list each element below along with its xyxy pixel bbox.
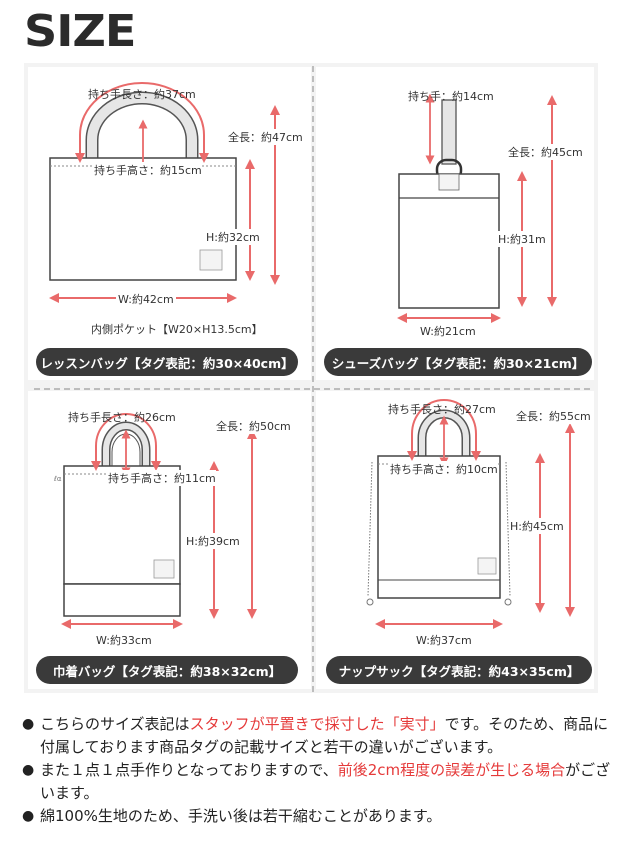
horizontal-divider (34, 388, 590, 390)
shoes-total-length-label: 全長：約45cm (508, 144, 583, 160)
shoes-width-label: W:約21cm (420, 325, 476, 338)
kinchaku-width-label: W:約33cm (96, 634, 152, 647)
kinchaku-handle-height-label: 持ち手高さ：約11cm (108, 470, 216, 486)
note-text: 綿100%生地のため、手洗い後は若干縮むことがあります。 (40, 807, 442, 825)
lesson-width-label: W:約42cm (116, 291, 176, 307)
bullet-icon: ● (22, 762, 35, 778)
note-highlight: 前後2cm程度の誤差が生じる場合 (337, 761, 566, 779)
note-item: ● こちらのサイズ表記はスタッフが平置きで採寸した「実寸」です。そのため、商品に… (22, 713, 612, 759)
bullet-icon: ● (22, 808, 35, 824)
lesson-handle-height-label: 持ち手高さ：約15cm (94, 162, 202, 178)
napsack-height-label: H:約45cm (510, 518, 564, 534)
napsack-total-length-label: 全長：約55cm (516, 408, 591, 424)
napsack-width-label: W:約37cm (416, 634, 472, 647)
note-text: こちらのサイズ表記は (40, 715, 190, 733)
note-text: がございます。 (40, 761, 611, 802)
shoes-handle-label: 持ち手：約14cm (408, 90, 494, 103)
note-text: です。そのため、商品に付属しております商品タグの記載サイズと若干の違いがございま… (40, 715, 609, 756)
shoes-bag-drawing (398, 99, 500, 309)
napsack-handle-length-arrow (407, 399, 481, 461)
kinchaku-handle-length-label: 持ち手長さ：約26cm (68, 411, 176, 424)
lesson-handle-length-label: 持ち手長さ：約37cm (88, 88, 196, 101)
napsack-handle-length-label: 持ち手長さ：約27cm (388, 403, 496, 416)
shoes-bag-title: シューズバッグ【タグ表記：約30×21cm】 (324, 348, 592, 376)
bullet-icon: ● (22, 716, 35, 732)
svg-text:ℓα: ℓα (53, 475, 62, 483)
kinchaku-handle-length-arrow (91, 413, 161, 471)
lesson-pocket-label: 内側ポケット【W20×H13.5cm】 (91, 323, 263, 336)
kinchaku-bag-title: 巾着バッグ【タグ表記：約38×32cm】 (36, 656, 298, 684)
napsack-bag-drawing (366, 409, 512, 606)
lesson-height-label: H:約32cm (206, 229, 260, 245)
kinchaku-height-label: H:約39cm (186, 533, 240, 549)
note-item: ● また１点１点手作りとなっておりますので、前後2cm程度の誤差が生じる場合がご… (22, 759, 612, 805)
note-highlight: スタッフが平置きで採寸した「実寸」 (189, 715, 445, 733)
kinchaku-bag-drawing: ℓα αℓ (53, 421, 191, 617)
kinchaku-total-length-label: 全長：約50cm (216, 418, 291, 434)
note-item: ● 綿100%生地のため、手洗い後は若干縮むことがあります。 (22, 805, 612, 828)
napsack-handle-height-label: 持ち手高さ：約10cm (390, 461, 498, 477)
lesson-total-length-label: 全長：約47cm (228, 129, 303, 145)
lesson-handle-length-arrow (75, 82, 209, 163)
napsack-bag-title: ナップサック【タグ表記：約43×35cm】 (326, 656, 592, 684)
page-title: SIZE (24, 6, 136, 57)
shoes-height-label: H:約31m (498, 231, 546, 247)
size-notes: ● こちらのサイズ表記はスタッフが平置きで採寸した「実寸」です。そのため、商品に… (22, 713, 612, 828)
note-text: また１点１点手作りとなっておりますので、 (40, 761, 338, 779)
lesson-bag-title: レッスンバッグ【タグ表記：約30×40cm】 (36, 348, 298, 376)
bag-illustrations: ℓα αℓ (49, 82, 575, 629)
vertical-divider (312, 66, 314, 692)
